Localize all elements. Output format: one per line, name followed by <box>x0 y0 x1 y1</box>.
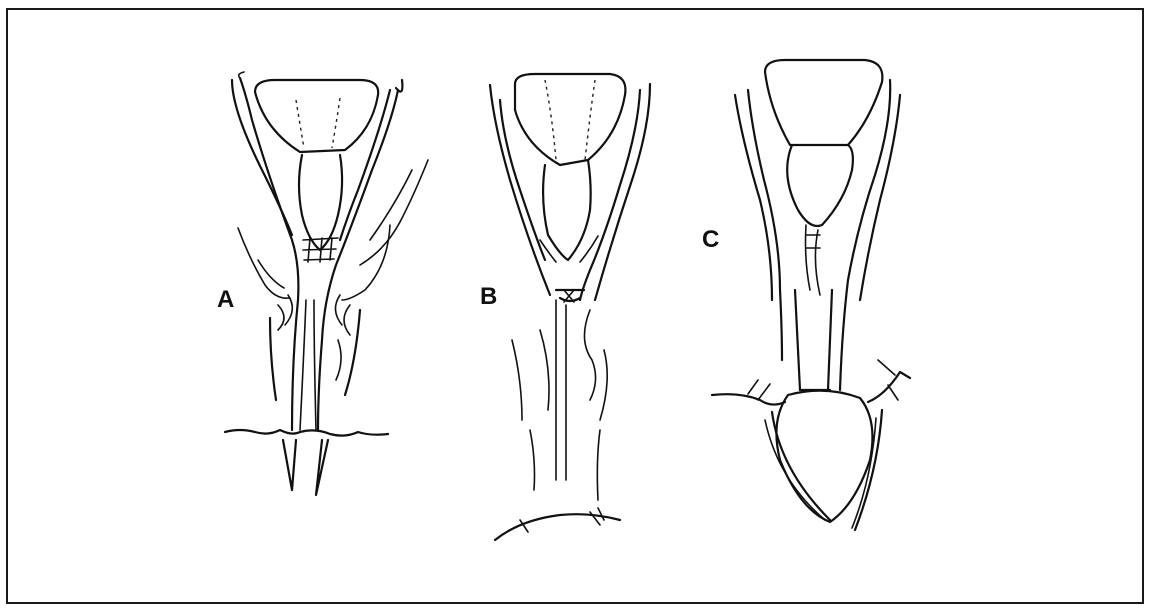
panel-c-lower-bulb <box>776 391 872 522</box>
panel-c-upper-chamber <box>765 60 882 145</box>
panel-b-drawing <box>490 74 650 540</box>
panel-label-a: A <box>217 288 234 312</box>
panel-b-baseline <box>495 514 620 540</box>
panel-b-upper-chamber <box>515 74 625 165</box>
panel-c-drawing <box>712 60 910 530</box>
panel-a-baseline <box>225 430 388 436</box>
panel-a-drawing <box>225 72 428 495</box>
panel-label-c: C <box>702 228 719 252</box>
panel-label-b: B <box>480 285 497 309</box>
panel-a-upper-chamber <box>255 80 378 152</box>
panel-a-funnel <box>299 155 342 250</box>
